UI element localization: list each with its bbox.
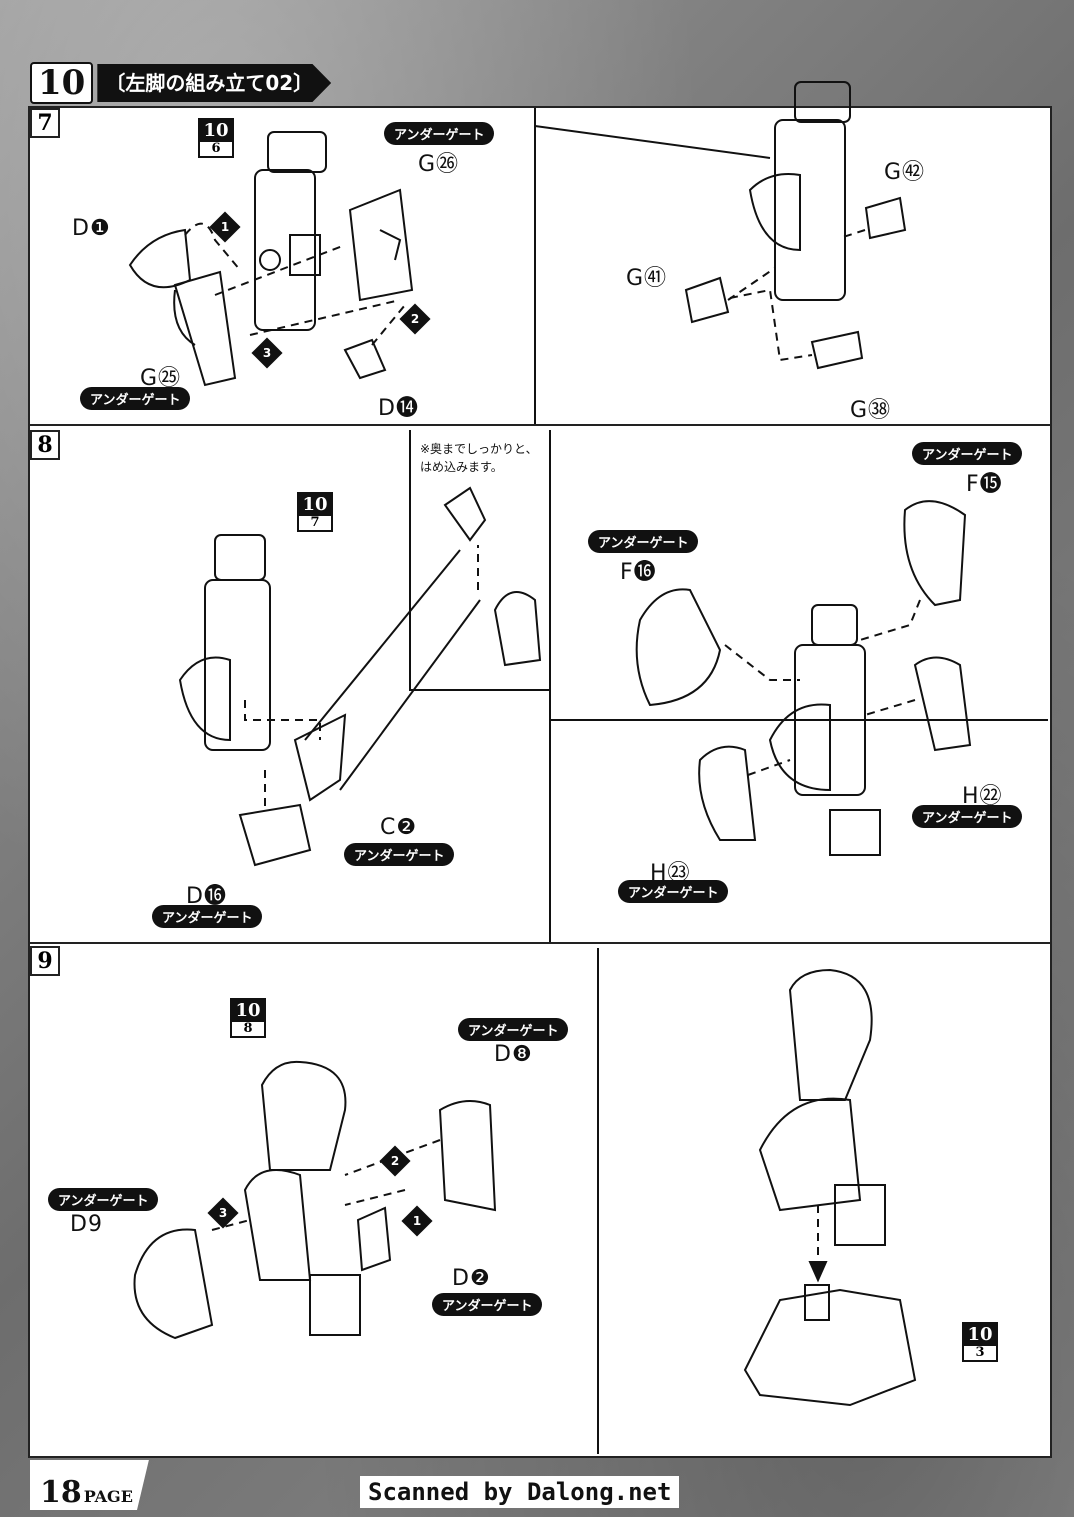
- part-label-d16: D⓰: [186, 884, 227, 909]
- panel8-part-c2: [293, 713, 347, 802]
- panel9-hip-joint: [804, 1284, 830, 1321]
- under-gate-badge: アンダーゲート: [80, 387, 191, 410]
- panel7-leader: [534, 125, 771, 159]
- panel9-right-assembly: [758, 968, 886, 1246]
- panel8-leg-assembly: [178, 534, 271, 751]
- under-gate-badge: アンダーゲート: [48, 1188, 159, 1211]
- divider-8-9: [28, 942, 1052, 944]
- under-gate-badge: アンダーゲート: [588, 530, 699, 553]
- part-label-h22: H㉒: [962, 784, 1003, 809]
- panel7-part-g25: [173, 270, 237, 387]
- under-gate-badge: アンダーゲート: [912, 442, 1023, 465]
- panel9-part-d8: [438, 1100, 497, 1212]
- panel9-part-d2: [356, 1206, 392, 1272]
- under-gate-badge: アンダーゲート: [912, 805, 1023, 828]
- page-word: PAGE: [83, 1487, 133, 1506]
- panel-number-7: 7: [30, 108, 60, 138]
- ref-box-10-3: 10 3: [962, 1322, 998, 1362]
- order-marker-2: 2: [399, 303, 431, 335]
- ref-box-10-8: 10 8: [230, 998, 266, 1038]
- step-number: 10: [30, 62, 94, 104]
- part-label-g38: G㊳: [850, 398, 892, 423]
- instruction-sheet: [28, 106, 1052, 1458]
- part-label-g41: G㊶: [626, 266, 668, 291]
- part-label-f15: F⓯: [966, 472, 1003, 497]
- panel-number-8: 8: [30, 430, 60, 460]
- inset-note: ※奥までしっかりと、はめ込みます。: [420, 442, 538, 474]
- panel7-thigh-frame: [254, 131, 327, 331]
- part-label-d9: D9: [70, 1212, 103, 1237]
- ref-box-10-6: 10 6: [198, 118, 234, 158]
- part-label-d2: D❷: [452, 1266, 491, 1291]
- part-label-g42: G㊷: [884, 160, 926, 185]
- under-gate-badge: アンダーゲート: [432, 1293, 543, 1316]
- under-gate-badge: アンダーゲート: [344, 843, 455, 866]
- divider-7-8: [28, 424, 1052, 426]
- under-gate-badge: アンダーゲート: [618, 880, 729, 903]
- part-label-c2: C❷: [380, 815, 418, 840]
- panel8-right-assembly: [768, 604, 881, 856]
- order-marker-p9-3: 3: [207, 1197, 239, 1229]
- scan-credit: Scanned by Dalong.net: [360, 1476, 680, 1508]
- panel-number-9: 9: [30, 946, 60, 976]
- order-marker-p9-1: 1: [401, 1205, 433, 1237]
- step-title: 〔左脚の組み立て02〕: [97, 64, 332, 102]
- panel7-part-g26: [348, 188, 414, 302]
- part-label-g25: G㉕: [140, 366, 182, 391]
- order-marker-3: 3: [251, 337, 283, 369]
- part-label-d14: D⓮: [378, 396, 419, 421]
- panel9-base-hip: [743, 1288, 917, 1407]
- panel7-part-g38: [810, 330, 864, 370]
- under-gate-badge: アンダーゲート: [152, 905, 263, 928]
- part-label-d1: D❶: [72, 216, 111, 241]
- panel8-inset: [409, 430, 551, 691]
- ref-box-10-7: 10 7: [297, 492, 333, 532]
- panel8-part-h22: [913, 656, 972, 752]
- panel9-left-assembly: [243, 1060, 361, 1336]
- panel8-part-f15: [903, 500, 967, 607]
- panel8-inset-part-top: [443, 486, 487, 542]
- page-number: 18: [40, 1475, 82, 1510]
- order-marker-p9-2: 2: [379, 1145, 411, 1177]
- panel7-part-g42: [864, 196, 907, 240]
- panel8-part-f16: [635, 588, 722, 707]
- part-label-f16: F⓰: [620, 560, 657, 585]
- panel7-part-d1: [128, 228, 192, 289]
- step-header: 10 〔左脚の組み立て02〕: [30, 62, 332, 104]
- panel8-inset-part-bottom: [493, 591, 542, 667]
- panel8-separator: [549, 690, 1048, 942]
- under-gate-badge: アンダーゲート: [384, 122, 495, 145]
- part-label-d8: D❽: [494, 1042, 533, 1067]
- under-gate-badge: アンダーゲート: [458, 1018, 569, 1041]
- panel7-part-g41: [684, 276, 730, 324]
- panel8-part-d16: [238, 803, 312, 867]
- panel9-part-d9: [133, 1228, 214, 1340]
- panel8-part-h23: [698, 745, 757, 841]
- page-number-tab: 18 PAGE: [30, 1460, 149, 1510]
- panel7-part-d14: [343, 338, 387, 380]
- order-marker-1: 1: [209, 211, 241, 243]
- part-label-g26: G㉖: [418, 152, 460, 177]
- panel7-right-assembly: [748, 81, 851, 301]
